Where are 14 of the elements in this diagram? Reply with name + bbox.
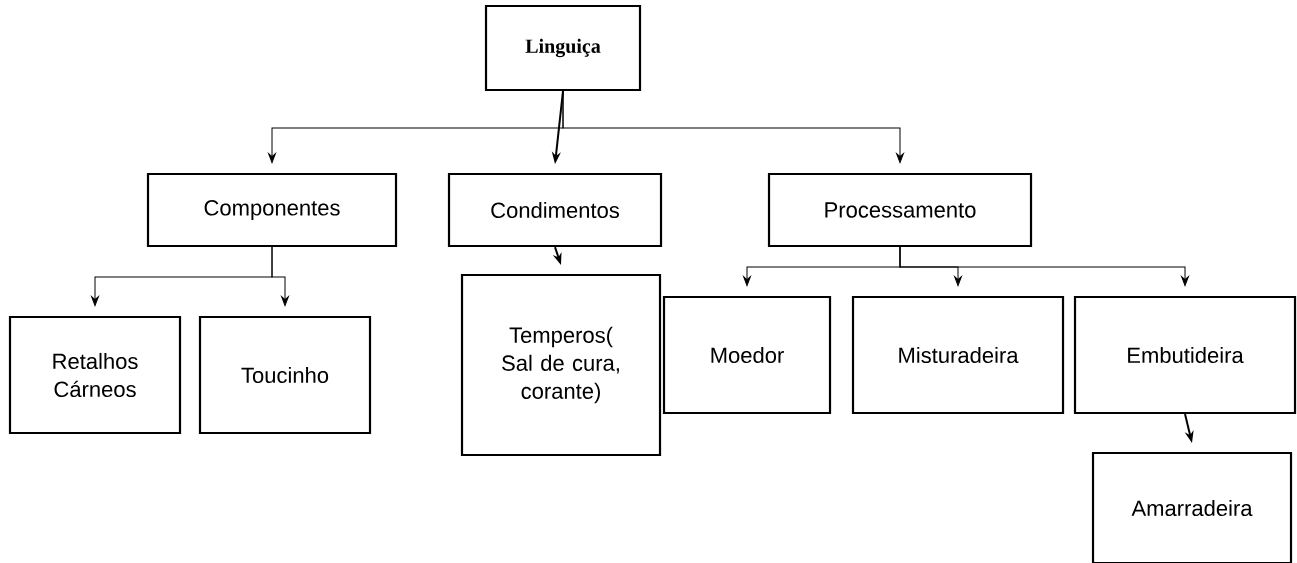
box: Toucinho: [198, 315, 372, 435]
box: Retalhos Cárneos: [8, 315, 182, 435]
box: Embutideira: [1073, 295, 1297, 415]
box: Condimentos: [447, 172, 663, 248]
box: Amarradeira: [1091, 451, 1293, 563]
box: Moedor: [662, 295, 832, 415]
box: Temperos( Sal de cura, corante): [460, 273, 662, 457]
arrow: [899, 246, 1189, 287]
box: Processamento: [767, 172, 1033, 248]
box: Linguiça: [484, 4, 642, 92]
arrow: [562, 90, 904, 164]
box: Misturadeira: [851, 295, 1065, 415]
arrow: [271, 246, 289, 307]
box: Componentes: [146, 172, 398, 248]
